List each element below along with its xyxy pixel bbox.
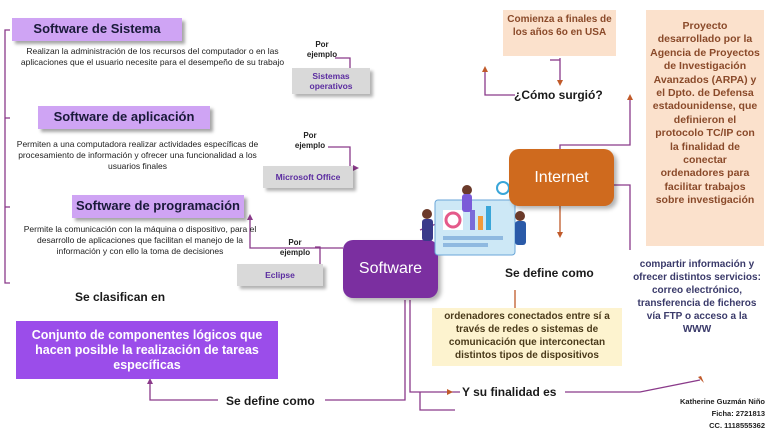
como-surgio-label: ¿Cómo surgió?	[514, 88, 603, 102]
author-block: Katherine Guzmán Niño Ficha: 2721813 CC.…	[640, 396, 765, 432]
internet-definition-box: ordenadores conectados entre sí a través…	[432, 308, 622, 366]
software-programacion-description: Permite la comunicación con la máquina o…	[23, 224, 257, 256]
proyecto-box: Proyecto desarrollado por la Agencia de …	[646, 10, 764, 246]
software-programacion-title: Software de programación	[72, 195, 244, 218]
eclipse-box: Eclipse	[237, 264, 323, 286]
finalidad-text: compartir información y ofrecer distinto…	[633, 259, 761, 335]
sistemas-operativos-box: Sistemas operativos	[292, 68, 370, 94]
software-node: Software	[343, 240, 438, 298]
software-aplicacion-description: Permiten a una computadora realizar acti…	[16, 139, 259, 171]
software-sistema-description: Realizan la administración de los recurs…	[20, 46, 285, 67]
software-sistema-title: Software de Sistema	[12, 18, 182, 41]
internet-node: Internet	[509, 149, 614, 206]
se-define-como-label-left: Se define como	[226, 394, 315, 408]
people-dashboard-illustration	[422, 181, 526, 256]
microsoft-office-box: Microsoft Office	[263, 166, 353, 188]
author-name: Katherine Guzmán Niño	[679, 397, 765, 406]
se-clasifican-label: Se clasifican en	[75, 290, 166, 304]
programacion-by-example: Por ejemplo	[279, 238, 311, 257]
software-definition-box: Conjunto de componentes lógicos que hace…	[16, 321, 278, 379]
author-cc: CC. 1118555362	[709, 421, 765, 430]
se-define-como-label-right: Se define como	[505, 266, 594, 280]
comienza-box: Comienza a finales de los años 6o en USA	[503, 10, 616, 56]
finalidad-label: Y su finalidad es	[462, 385, 557, 399]
author-ficha: Ficha: 2721813	[711, 409, 765, 418]
software-aplicacion-title: Software de aplicación	[38, 106, 210, 129]
aplicacion-by-example: Por ejemplo	[294, 131, 326, 150]
sistema-by-example: Por ejemplo	[306, 40, 338, 59]
